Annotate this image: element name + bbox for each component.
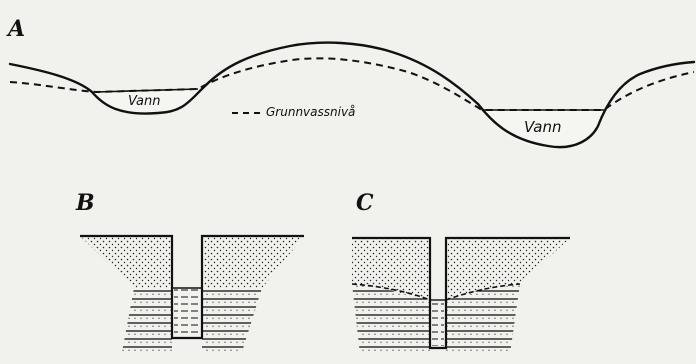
b-dry-soil-right [202, 236, 304, 288]
panel-label-c: C [356, 192, 374, 214]
groundwater-legend: Grunnvassnivå [232, 106, 355, 118]
groundwater-legend-label: Grunnvassnivå [266, 106, 355, 118]
b-saturated-right [202, 288, 262, 352]
b-dry-soil [80, 236, 172, 288]
dashed-line-legend-icon [232, 112, 260, 114]
water-label-left: Vann [128, 95, 161, 108]
b-saturated-left [122, 288, 172, 352]
c-well-water [432, 300, 444, 346]
panel-label-b: B [76, 192, 95, 214]
b-well-water [174, 288, 200, 338]
panel-label-a: A [8, 18, 25, 40]
water-label-right: Vann [524, 120, 562, 135]
